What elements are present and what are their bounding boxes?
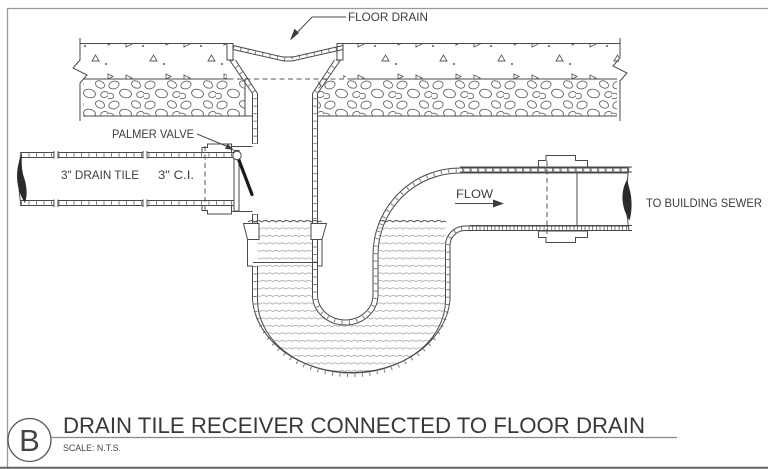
- palmer-valve: [232, 150, 254, 212]
- building-sewer-label: TO BUILDING SEWER: [646, 198, 762, 210]
- flow-arrowhead-icon: [493, 199, 504, 208]
- detail-bubble: [7, 417, 52, 463]
- annotations: FLOOR DRAIN PALMER VALVE FLOW TO BUILDIN…: [112, 10, 762, 210]
- title-block: B DRAIN TILE RECEIVER CONNECTED TO FLOOR…: [7, 413, 677, 463]
- palmer-valve-label: PALMER VALVE: [112, 127, 194, 141]
- deep-seal-trap: [242, 167, 628, 374]
- concrete-hatch: [343, 44, 619, 79]
- trap-hub-lug-left: [242, 223, 260, 240]
- floor-drain-leader: [291, 16, 346, 39]
- leader-arrowhead-icon: [225, 143, 234, 150]
- pipe-joint: [142, 151, 148, 207]
- detail-letter: B: [19, 423, 40, 458]
- concrete-hatch: [81, 44, 227, 79]
- cast-iron-label: 3" C.I.: [158, 168, 194, 182]
- sheet-border: [0, 7, 768, 469]
- pipe-break-symbol-left: [17, 154, 27, 203]
- hub-collar-top: [201, 143, 232, 153]
- palmer-valve-leader: [196, 133, 232, 149]
- outlet-hub-lug-top: [538, 155, 588, 168]
- drawing-title: DRAIN TILE RECEIVER CONNECTED TO FLOOR D…: [63, 413, 645, 438]
- break-line-right: [612, 38, 628, 121]
- valve-flapper: [236, 157, 254, 197]
- funnel-rim-lip-left: [226, 43, 234, 61]
- water-surface-left: [247, 220, 323, 223]
- floor-drain-label: FLOOR DRAIN: [348, 10, 428, 24]
- pipe-joint: [53, 151, 59, 207]
- pipe-break-symbol-right: [622, 179, 632, 221]
- drain-tile-label: 3" DRAIN TILE: [61, 168, 139, 182]
- gravel-hatch: [318, 79, 617, 116]
- water-hatch: [257, 221, 446, 373]
- scale-note: SCALE: N.T.S.: [63, 443, 121, 454]
- drain-tile-pipe: 3" DRAIN TILE 3" C.I.: [17, 143, 253, 215]
- gravel-hatch: [83, 79, 245, 116]
- floor-drain-funnel: [226, 43, 344, 240]
- trap-water: [247, 220, 447, 373]
- water-surface-right: [378, 220, 447, 223]
- leader-arrowhead-icon: [290, 28, 299, 41]
- valve-plate: [233, 150, 240, 212]
- valve-pivot: [232, 150, 242, 161]
- break-line-left: [72, 38, 88, 121]
- outlet-hub-lug-bottom: [538, 230, 588, 243]
- trap-hub-lug-right: [310, 223, 328, 240]
- funnel-rim-lip-right: [336, 43, 344, 61]
- hub-collar-bottom: [201, 205, 232, 215]
- floor-slab: [72, 38, 628, 121]
- outlet-pipe: [460, 155, 632, 243]
- flow-label: FLOW: [456, 187, 494, 201]
- pipe-wall-hatching: [21, 45, 628, 378]
